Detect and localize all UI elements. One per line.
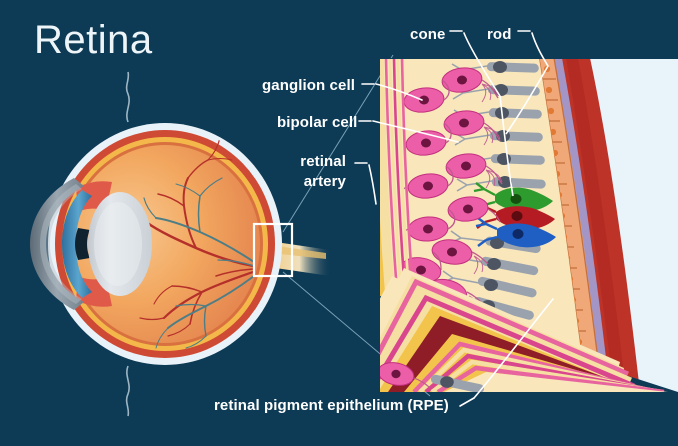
leader-bipolar [372, 120, 459, 143]
eye-cross-section [30, 71, 330, 417]
leader-rod [531, 32, 549, 67]
label-retinal-artery-line2: artery [303, 173, 346, 190]
leader-rpe-dash [459, 397, 475, 407]
optic-disc-highlight-box [252, 222, 294, 278]
page-title: Retina [34, 18, 153, 62]
lens [88, 192, 152, 296]
lens-highlight [94, 202, 142, 286]
leader-rod-extension [505, 65, 549, 135]
iris [62, 190, 92, 298]
leader-rpe [473, 298, 554, 399]
label-retinal-artery-line1: retinal [300, 153, 346, 170]
cornea [30, 178, 84, 310]
leader-cone [463, 32, 501, 97]
cornea-highlight [40, 184, 82, 304]
pupil [75, 228, 90, 260]
cone-cell-green [473, 182, 553, 213]
leader-cone-extension [499, 95, 514, 197]
label-ganglion-cell: ganglion cell [262, 77, 355, 94]
cone-cell-blue [475, 217, 556, 248]
label-bipolar-cell: bipolar cell [277, 114, 358, 131]
label-rod: rod [487, 26, 512, 43]
cone-cells [473, 182, 556, 248]
leader-artery [368, 164, 377, 205]
leader-ganglion [375, 83, 423, 101]
zonule-fibers [125, 71, 130, 417]
retina-layer-closeup [380, 58, 678, 392]
fold-cells [380, 362, 484, 392]
label-retinal-pigment-epithelium: retinal pigment epithelium (RPE) [214, 397, 449, 414]
label-leader-lines [354, 30, 554, 407]
label-cone: cone [410, 26, 446, 43]
retina-fold-lower [380, 268, 678, 392]
